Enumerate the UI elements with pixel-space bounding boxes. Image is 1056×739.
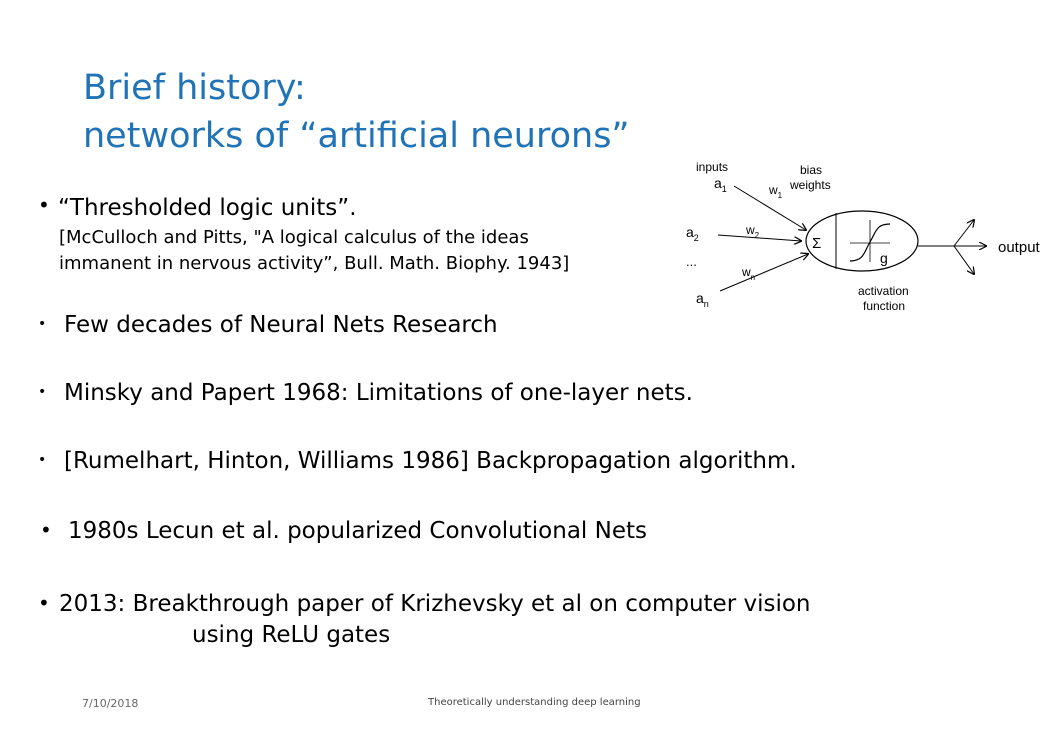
input-a2-label: a2 — [686, 224, 699, 243]
bias-label: bias — [800, 163, 822, 177]
an-subscript: n — [704, 299, 709, 309]
an-base: a — [696, 290, 704, 306]
activation-label: activation — [858, 284, 909, 298]
bullet-1-citation-line-2: immanent in nervous activity”, Bull. Mat… — [59, 253, 570, 274]
input-ellipsis-label: ... — [686, 254, 697, 269]
a2-subscript: 2 — [694, 233, 699, 243]
bullet-marker: • — [38, 591, 50, 615]
slide-title: Brief history: networks of “artificial n… — [83, 64, 630, 160]
inputs-label: inputs — [696, 160, 728, 174]
activation-g-label: g — [880, 250, 888, 266]
a1-base: a — [714, 175, 722, 191]
bullet-4-text: [Rumelhart, Hinton, Williams 1986] Backp… — [64, 448, 797, 474]
function-label: function — [863, 299, 905, 313]
bullet-marker: • — [40, 518, 52, 542]
bullet-5-text: 1980s Lecun et al. popularized Convoluti… — [68, 518, 647, 544]
output-label: output — [998, 239, 1041, 256]
w2-base: w — [745, 223, 755, 237]
weights-label: weights — [789, 178, 831, 192]
weight-w1-label: w1 — [768, 183, 783, 200]
bullet-1-citation-line-1: [McCulloch and Pitts, "A logical calculu… — [59, 227, 529, 248]
output-arrow-down — [953, 245, 974, 274]
weight-w2-label: w2 — [745, 223, 760, 240]
neuron-body — [805, 210, 919, 272]
bullet-marker: • — [38, 384, 47, 400]
bullet-3-text: Minsky and Papert 1968: Limitations of o… — [64, 380, 693, 406]
footer-date: 7/10/2018 — [82, 697, 139, 710]
artificial-neuron-diagram: inputs a1 a2 ... an w1 w2 wn bias weight… — [686, 160, 1041, 313]
w1-base: w — [768, 183, 778, 197]
input-arrow-2 — [717, 234, 801, 241]
summation-symbol: Σ — [812, 235, 821, 252]
bullet-1-text: “Thresholded logic units”. — [58, 195, 357, 221]
bullet-marker: • — [38, 316, 47, 332]
input-arrow-n — [719, 254, 808, 292]
sigmoid-curve-icon — [849, 223, 891, 262]
input-a1-label: a1 — [714, 175, 727, 194]
input-an-label: an — [696, 290, 709, 309]
footer-title: Theoretically understanding deep learnin… — [428, 697, 641, 708]
bullet-2-text: Few decades of Neural Nets Research — [64, 312, 498, 338]
w2-subscript: 2 — [755, 231, 760, 240]
bullet-6-text-line-1: 2013: Breakthrough paper of Krizhevsky e… — [59, 591, 811, 617]
weight-wn-label: wn — [741, 265, 755, 282]
bullet-marker: • — [38, 193, 50, 217]
a1-subscript: 1 — [722, 184, 727, 194]
input-arrow-1 — [733, 185, 806, 230]
bullet-marker: • — [38, 452, 47, 468]
output-arrow-up — [953, 220, 974, 247]
bullet-6-text-line-2: using ReLU gates — [192, 622, 391, 648]
w1-subscript: 1 — [778, 191, 783, 200]
title-line-2: networks of “artificial neurons” — [83, 116, 630, 156]
a2-base: a — [686, 224, 694, 240]
title-line-1: Brief history: — [83, 68, 306, 108]
wn-base: w — [741, 265, 751, 279]
wn-subscript: n — [751, 273, 755, 282]
